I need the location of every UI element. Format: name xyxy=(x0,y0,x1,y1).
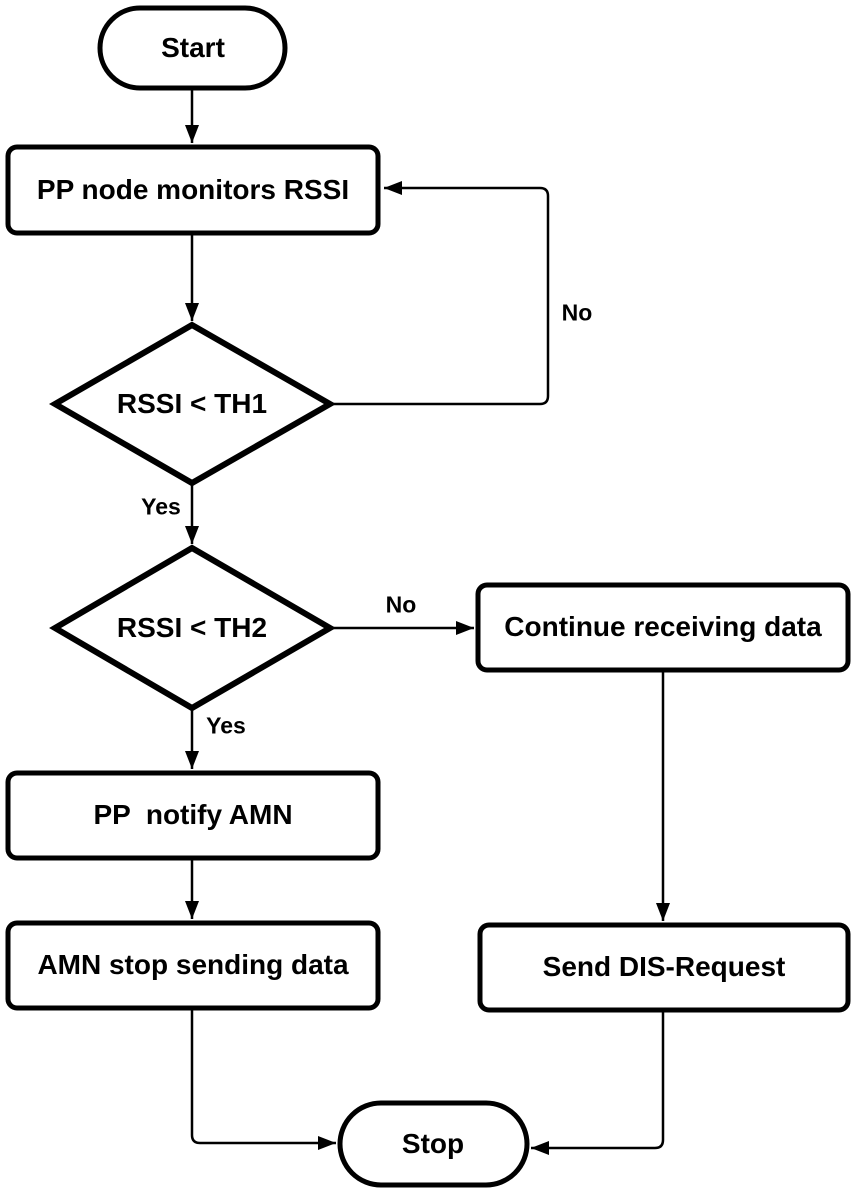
monitor-rssi-node-shape xyxy=(5,144,381,236)
th2-yes-edge-label: Yes xyxy=(206,712,246,739)
edge-th1-no-loop xyxy=(330,181,550,406)
th2-no-edge-label: No xyxy=(385,591,417,618)
start-node-label: Start xyxy=(161,32,225,63)
continue-receiving-node-label: Continue receiving data xyxy=(504,611,822,642)
check-th2-decision-shape xyxy=(49,544,336,712)
edge-amnstop-to-stop xyxy=(190,1007,336,1150)
edge-dis-to-stop xyxy=(531,1010,665,1155)
th1-yes-edge-label: Yes xyxy=(141,493,181,520)
check-th1-decision-label: RSSI < TH1 xyxy=(116,388,268,419)
pp-notify-amn-node-label: PP notify AMN xyxy=(93,799,293,830)
amn-stop-sending-node-shape xyxy=(5,920,381,1011)
send-dis-request-node-shape xyxy=(477,922,851,1013)
start-node-shape xyxy=(97,5,288,91)
stop-node-shape xyxy=(337,1100,530,1188)
continue-receiving-node-shape xyxy=(475,582,851,673)
th1-no-edge-label: No xyxy=(561,299,593,326)
check-th2-decision-label: RSSI < TH2 xyxy=(116,612,268,643)
monitor-rssi-node-label: PP node monitors RSSI xyxy=(36,174,350,205)
pp-notify-amn-node-shape xyxy=(5,770,381,861)
send-dis-request-node-label: Send DIS-Request xyxy=(542,951,786,982)
check-th1-decision-shape xyxy=(48,321,337,487)
stop-node-label: Stop xyxy=(401,1128,465,1159)
amn-stop-sending-node-label: AMN stop sending data xyxy=(37,949,349,980)
